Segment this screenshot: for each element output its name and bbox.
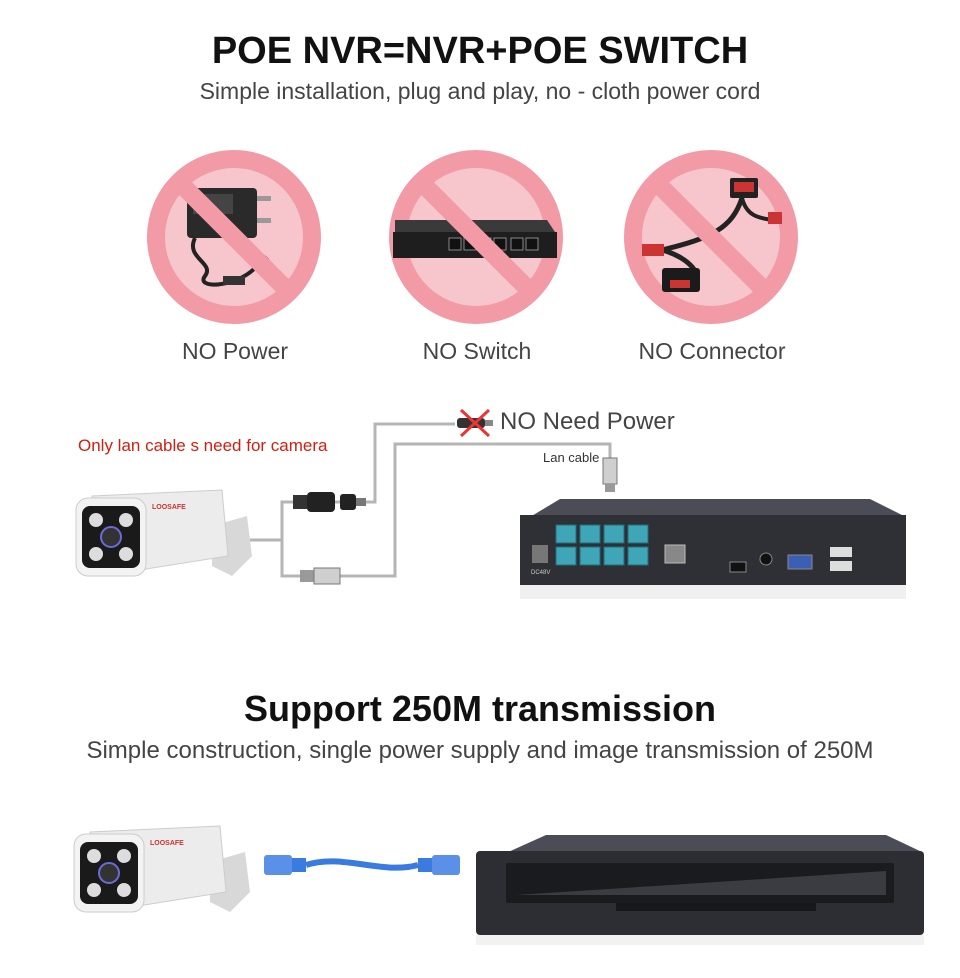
prohibit-switch-icon xyxy=(389,150,563,324)
rj45-plug-icon xyxy=(300,567,341,585)
rj45-vertical-plug-icon xyxy=(602,457,618,492)
no-switch-item: NO Switch xyxy=(387,148,565,364)
prohibit-power-icon xyxy=(147,150,321,324)
no-switch-label: NO Switch xyxy=(422,338,532,364)
bullet-camera: LOOSAFE xyxy=(72,486,257,586)
dc-plug-icon xyxy=(293,492,366,512)
camera-brand-2: LOOSAFE xyxy=(150,840,184,847)
page-subtitle: Simple installation, plug and play, no -… xyxy=(199,78,761,104)
blue-lan-cable xyxy=(262,845,462,885)
prohibit-connector-icon xyxy=(624,150,798,324)
no-power-plug-icon xyxy=(455,408,495,438)
no-connector-label: NO Connector xyxy=(638,338,786,364)
camera-note: Only lan cable s need for camera xyxy=(78,436,328,455)
no-connector-item: NO Connector xyxy=(622,148,800,364)
diagram-cables xyxy=(250,422,618,585)
page-title: POE NVR=NVR+POE SWITCH xyxy=(211,30,749,72)
bullet-camera-2: LOOSAFE xyxy=(70,822,255,922)
no-power-label: NO Power xyxy=(181,338,289,364)
section2-title: Support 250M transmission xyxy=(243,688,717,729)
no-need-power-text: NO Need Power xyxy=(500,408,675,435)
lan-cable-label: Lan cable xyxy=(543,450,600,465)
nvr-front xyxy=(476,835,924,950)
no-power-item: NO Power xyxy=(145,148,323,364)
section2-subtitle: Simple construction, single power supply… xyxy=(86,737,874,764)
nvr-back-panel: DC48V xyxy=(520,497,906,607)
nvr-dc-label: DC48V xyxy=(531,570,551,576)
camera-brand: LOOSAFE xyxy=(152,504,186,511)
network-switch-icon xyxy=(393,220,557,258)
